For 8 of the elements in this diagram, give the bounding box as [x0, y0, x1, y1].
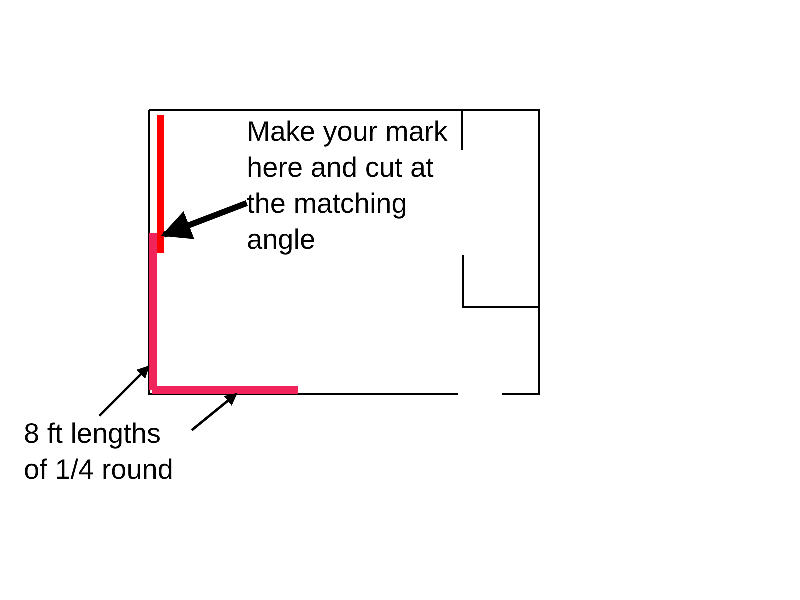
callout-text: Make your mark here and cut at the matching angle — [247, 114, 452, 258]
callout-text: 8 ft lengths of 1/4 round — [24, 416, 192, 488]
trim-strip — [152, 386, 298, 394]
leader-arrow — [98, 366, 150, 417]
trim-strip — [149, 233, 157, 390]
leader-arrow — [191, 393, 238, 432]
trim-strip — [157, 115, 164, 253]
leader-arrow — [161, 200, 248, 240]
